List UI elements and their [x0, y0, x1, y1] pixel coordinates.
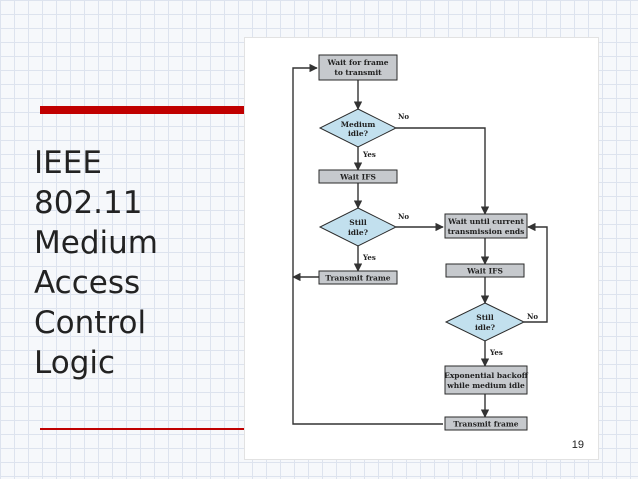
node-label: Still [476, 313, 494, 322]
accent-bar-top [40, 106, 252, 114]
title-line: 802.11 [34, 185, 143, 221]
decision-still-idle-1: Still idle? [318, 207, 398, 247]
arrow-medium-no [396, 127, 490, 215]
node-label: Exponential backoff [444, 371, 529, 380]
arrow-still2-no [524, 222, 548, 323]
process-transmit-frame-1: Transmit frame [318, 270, 398, 285]
title-line: Logic [34, 345, 116, 381]
node-label: Medium [341, 120, 376, 129]
slide-title: IEEE 802.11 Medium Access Control Logic [34, 143, 234, 383]
node-label: transmission ends [448, 227, 525, 236]
title-line: IEEE [34, 145, 102, 181]
process-wait-for-frame: Wait for frame to transmit [318, 54, 398, 81]
process-wait-until-ends: Wait until current transmission ends [444, 213, 528, 239]
node-label: idle? [348, 129, 369, 138]
edge-label-no: No [527, 312, 538, 321]
node-label: idle? [348, 228, 369, 237]
process-transmit-frame-2: Transmit frame [444, 416, 528, 431]
node-label: Wait until current [447, 217, 524, 226]
process-wait-ifs-1: Wait IFS [318, 169, 398, 184]
decision-medium-idle: Medium idle? [318, 108, 398, 148]
title-line: Control [34, 305, 147, 341]
title-line: Medium [34, 225, 158, 261]
edge-label-no: No [398, 212, 409, 221]
node-label: idle? [475, 323, 496, 332]
title-line: Access [34, 265, 141, 301]
page-number: 19 [571, 439, 584, 451]
node-label: Transmit frame [453, 420, 518, 429]
node-label: Wait IFS [339, 173, 376, 182]
accent-line-bottom [40, 428, 252, 430]
node-label: while medium idle [446, 381, 525, 390]
flowchart-panel: Wait for frame to transmit Medium idle? … [244, 37, 599, 460]
edge-label-yes: Yes [362, 253, 376, 262]
node-label: Wait for frame [326, 58, 388, 67]
process-exponential-backoff: Exponential backoff while medium idle [444, 365, 529, 395]
edge-label-yes: Yes [489, 348, 503, 357]
arrow-transmit2-loop [292, 63, 443, 425]
decision-still-idle-2: Still idle? [444, 302, 526, 342]
node-label: Still [349, 218, 367, 227]
flowchart-diagram: Wait for frame to transmit Medium idle? … [292, 54, 548, 431]
process-wait-ifs-2: Wait IFS [445, 263, 525, 278]
edge-label-no: No [398, 112, 409, 121]
node-label: Wait IFS [466, 267, 503, 276]
edge-label-yes: Yes [362, 150, 376, 159]
node-label: to transmit [334, 68, 382, 77]
node-label: Transmit frame [325, 274, 390, 283]
connectors [292, 63, 548, 425]
